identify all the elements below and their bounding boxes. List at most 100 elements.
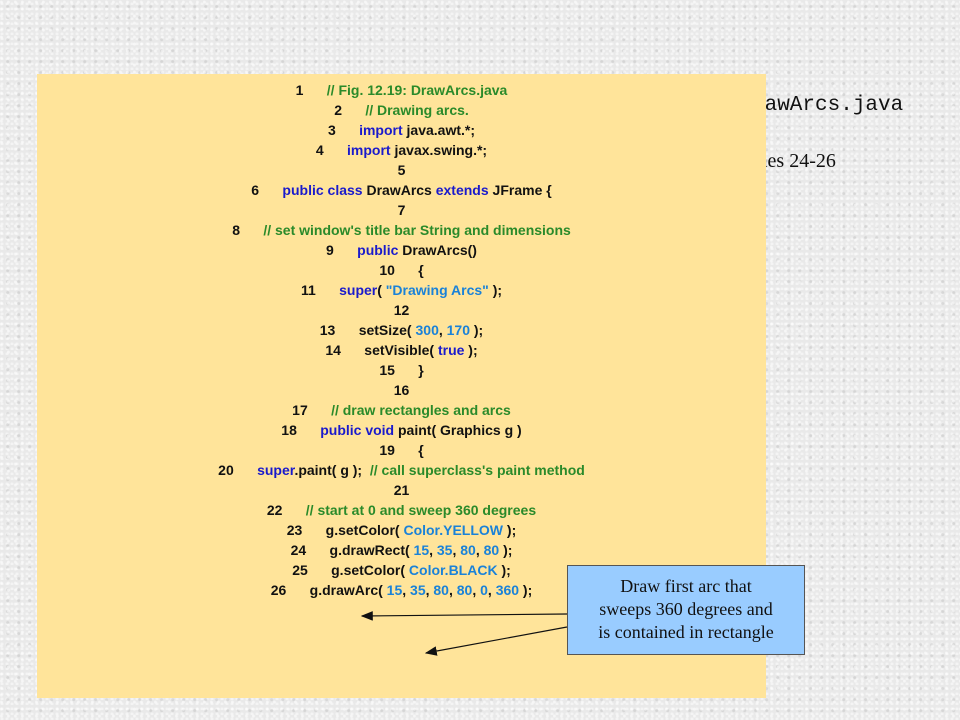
code-token: DrawArcs() xyxy=(398,242,477,258)
code-token: , xyxy=(487,582,496,598)
code-line: 21 xyxy=(37,480,766,500)
code-token: 35 xyxy=(436,542,453,558)
line-number: 25 xyxy=(292,562,308,578)
line-number: 23 xyxy=(286,522,303,538)
code-token: "Drawing Arcs" xyxy=(385,282,489,298)
line-number: 10 xyxy=(379,262,395,278)
line-number: 2 xyxy=(334,102,342,118)
code-line: 5 xyxy=(37,160,766,180)
code-line: 19 { xyxy=(37,440,766,460)
code-token: g.setColor( xyxy=(331,562,409,578)
code-line: 10 { xyxy=(37,260,766,280)
code-token: { xyxy=(418,442,424,458)
code-line: 15 } xyxy=(37,360,766,380)
line-number: 8 xyxy=(232,222,240,238)
line-number: 21 xyxy=(393,482,410,498)
code-line: 22 // start at 0 and sweep 360 degrees xyxy=(37,500,766,520)
code-line: 4 import javax.swing.*; xyxy=(37,140,766,160)
line-number: 1 xyxy=(295,82,304,98)
code-token: 300 xyxy=(415,322,439,338)
code-line: 24 g.drawRect( 15, 35, 80, 80 ); xyxy=(37,540,766,560)
code-line: 8 // set window's title bar String and d… xyxy=(37,220,766,240)
code-token: DrawArcs xyxy=(362,182,436,198)
code-token: public class xyxy=(282,182,363,198)
code-token: super xyxy=(257,462,295,478)
line-number: 18 xyxy=(281,422,297,438)
code-token: java.awt.*; xyxy=(402,122,476,138)
code-token: import xyxy=(359,122,403,138)
code-token: import xyxy=(347,142,391,158)
code-token: Color.BLACK xyxy=(408,562,498,578)
code-line: 16 xyxy=(37,380,766,400)
code-token: 80 xyxy=(456,582,473,598)
line-number: 14 xyxy=(325,342,341,358)
code-token: g.drawRect( xyxy=(329,542,414,558)
code-token: setSize( xyxy=(358,322,416,338)
code-token: 360 xyxy=(495,582,520,598)
code-token: { xyxy=(418,262,424,278)
code-line: 26 g.drawArc( 15, 35, 80, 80, 0, 360 ); xyxy=(37,580,766,600)
code-token: ); xyxy=(499,542,513,558)
code-token: ); xyxy=(488,282,503,298)
line-number: 7 xyxy=(397,202,406,218)
line-range-label: ines 24-26 xyxy=(752,150,836,172)
code-line: 12 xyxy=(37,300,766,320)
code-token: 0 xyxy=(480,582,488,598)
code-line: 23 g.setColor( Color.YELLOW ); xyxy=(37,520,766,540)
code-token: ); xyxy=(503,522,517,538)
callout-line-3: is contained in rectangle xyxy=(598,622,774,642)
line-number: 17 xyxy=(292,402,308,418)
code-token: g.setColor( xyxy=(325,522,404,538)
code-token: // Fig. 12.19: DrawArcs.java xyxy=(326,82,508,98)
line-number: 24 xyxy=(290,542,307,558)
code-line: 1 // Fig. 12.19: DrawArcs.java xyxy=(37,80,766,100)
code-token: JFrame { xyxy=(488,182,552,198)
code-line: 2 // Drawing arcs. xyxy=(37,100,766,120)
code-token: Color.YELLOW xyxy=(403,522,504,538)
line-number: 15 xyxy=(379,362,395,378)
code-line: 7 xyxy=(37,200,766,220)
code-line: 18 public void paint( Graphics g ) xyxy=(37,420,766,440)
code-token: javax.swing.*; xyxy=(390,142,488,158)
code-line: 14 setVisible( true ); xyxy=(37,340,766,360)
code-line: 3 import java.awt.*; xyxy=(37,120,766,140)
code-token: true xyxy=(437,342,465,358)
line-number: 20 xyxy=(218,462,234,478)
code-line: 6 public class DrawArcs extends JFrame { xyxy=(37,180,766,200)
callout-line-2: sweeps 360 degrees and xyxy=(599,599,773,619)
code-token: , xyxy=(448,582,457,598)
code-token: 80 xyxy=(460,542,476,558)
code-token: } xyxy=(418,362,424,378)
code-token: // draw rectangles and arcs xyxy=(331,402,511,418)
code-token: ); xyxy=(497,562,511,578)
line-number: 6 xyxy=(251,182,260,198)
code-token: ( xyxy=(377,282,386,298)
code-token: , xyxy=(472,582,481,598)
code-token: super xyxy=(339,282,378,298)
code-token: 80 xyxy=(483,542,500,558)
code-token: , xyxy=(429,542,437,558)
code-token: 80 xyxy=(433,582,449,598)
line-number: 12 xyxy=(393,302,410,318)
code-token: , xyxy=(425,582,434,598)
code-token: g.drawArc( xyxy=(309,582,387,598)
code-token: public xyxy=(357,242,399,258)
annotation-callout: Draw first arc that sweeps 360 degrees a… xyxy=(567,565,805,655)
code-line: 13 setSize( 300, 170 ); xyxy=(37,320,766,340)
line-number: 9 xyxy=(326,242,334,258)
code-token: , xyxy=(438,322,447,338)
code-token: // start at 0 and sweep 360 degrees xyxy=(305,502,537,518)
callout-line-1: Draw first arc that xyxy=(620,576,752,596)
code-line: 9 public DrawArcs() xyxy=(37,240,766,260)
code-line: 20 super.paint( g ); // call superclass'… xyxy=(37,460,766,480)
line-number: 26 xyxy=(270,582,287,598)
code-token: // Drawing arcs. xyxy=(365,102,469,118)
line-number: 13 xyxy=(319,322,336,338)
code-token: extends xyxy=(435,182,489,198)
line-number: 3 xyxy=(327,122,336,138)
line-number: 5 xyxy=(397,162,406,178)
line-number: 11 xyxy=(300,282,316,298)
code-line: 17 // draw rectangles and arcs xyxy=(37,400,766,420)
code-token: , xyxy=(452,542,461,558)
code-token: public void xyxy=(320,422,395,438)
